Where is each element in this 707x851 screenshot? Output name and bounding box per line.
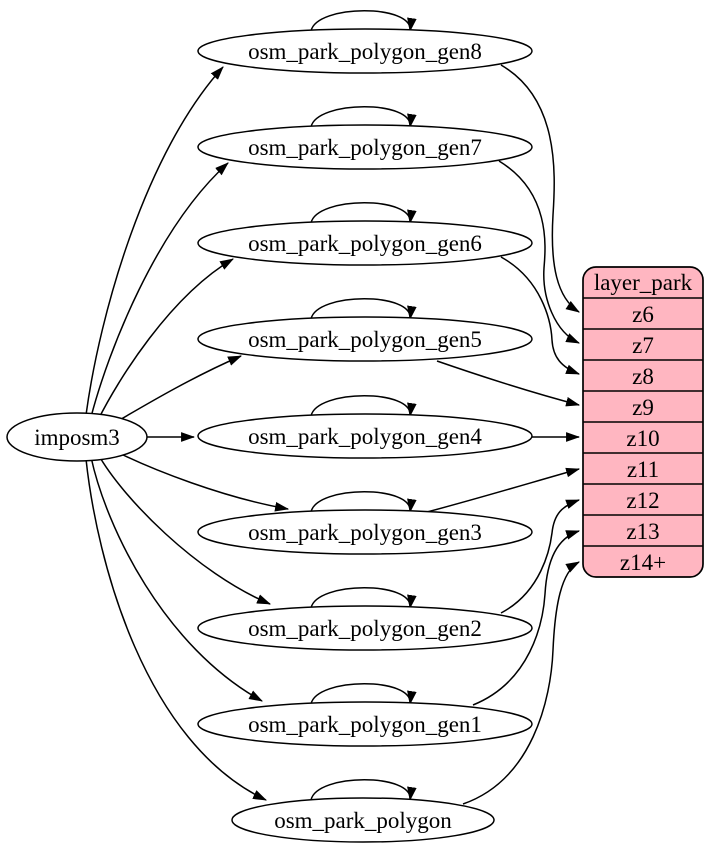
node-osm-park-polygon-gen4: osm_park_polygon_gen4 (197, 413, 533, 459)
row-z13: z13 (626, 519, 659, 544)
self-loop-gen4 (310, 395, 417, 418)
gen8-ellipse (197, 28, 533, 74)
gen5-label: osm_park_polygon_gen5 (248, 327, 482, 352)
gen6-label: osm_park_polygon_gen6 (248, 231, 482, 256)
imposm3-label: imposm3 (34, 425, 120, 450)
node-osm-park-polygon-gen5: osm_park_polygon_gen5 (197, 316, 533, 362)
gen7-ellipse (197, 124, 533, 170)
gen1-label: osm_park_polygon_gen1 (248, 712, 482, 737)
polygon-label: osm_park_polygon (274, 808, 452, 833)
row-z9: z9 (632, 395, 654, 420)
edge-gen8-to-z6 (500, 64, 580, 313)
edge-gen1-to-z13 (472, 530, 581, 706)
edge-imposm3-to-gen1 (90, 456, 263, 702)
polygon-ellipse (231, 797, 495, 843)
layer-park-title: layer_park (594, 270, 693, 295)
edge-imposm3-to-gen7 (90, 162, 229, 418)
gen2-ellipse (197, 605, 533, 651)
edges-imposm3-fanout (85, 66, 290, 801)
gen2-label: osm_park_polygon_gen2 (248, 616, 482, 641)
self-loop-polygon (310, 779, 417, 802)
edge-imposm3-to-gen2 (97, 453, 271, 605)
row-z14: z14+ (620, 550, 666, 575)
row-z12: z12 (626, 488, 659, 513)
self-loop-gen5 (310, 298, 417, 321)
edge-gen7-to-z7 (498, 160, 580, 344)
edge-imposm3-to-gen3 (110, 448, 290, 512)
self-loop-gen7 (310, 106, 417, 129)
row-z6: z6 (632, 302, 654, 327)
edge-gen6-to-z8 (500, 256, 581, 375)
edge-gen3-to-z11 (426, 467, 581, 513)
edge-imposm3-to-polygon (85, 458, 267, 801)
node-imposm3: imposm3 (6, 412, 148, 462)
gen4-label: osm_park_polygon_gen4 (248, 424, 482, 449)
node-osm-park-polygon: osm_park_polygon (231, 797, 495, 843)
table-layer-park: layer_park z6 z7 z8 z9 z10 z11 z12 z13 z… (582, 266, 704, 578)
edge-gen5-to-z9 (436, 360, 581, 407)
gen5-ellipse (197, 316, 533, 362)
edges-self-loops (310, 10, 417, 802)
node-osm-park-polygon-gen8: osm_park_polygon_gen8 (197, 28, 533, 74)
gen6-ellipse (197, 220, 533, 266)
self-loop-gen6 (310, 202, 417, 225)
imposm3-ellipse (6, 412, 148, 462)
row-z8: z8 (632, 364, 654, 389)
node-osm-park-polygon-gen6: osm_park_polygon_gen6 (197, 220, 533, 266)
node-osm-park-polygon-gen3: osm_park_polygon_gen3 (197, 509, 533, 555)
edge-imposm3-to-gen5 (110, 355, 242, 426)
gen1-ellipse (197, 701, 533, 747)
edge-polygon-to-z14 (462, 561, 580, 805)
edge-imposm3-to-gen6 (97, 258, 234, 421)
node-osm-park-polygon-gen1: osm_park_polygon_gen1 (197, 701, 533, 747)
row-z11: z11 (627, 457, 659, 482)
gen8-label: osm_park_polygon_gen8 (248, 39, 482, 64)
row-z10: z10 (626, 426, 659, 451)
gen3-ellipse (197, 509, 533, 555)
self-loop-gen2 (310, 587, 417, 610)
node-osm-park-polygon-gen7: osm_park_polygon_gen7 (197, 124, 533, 170)
row-z7: z7 (632, 333, 654, 358)
edges-to-layer-table (426, 64, 581, 805)
gen7-label: osm_park_polygon_gen7 (248, 135, 482, 160)
self-loop-gen3 (310, 491, 417, 514)
gen3-label: osm_park_polygon_gen3 (248, 520, 482, 545)
self-loop-gen1 (310, 683, 417, 706)
gen4-ellipse (197, 413, 533, 459)
edge-imposm3-to-gen8 (85, 66, 224, 416)
edge-gen2-to-z12 (500, 499, 581, 614)
node-osm-park-polygon-gen2: osm_park_polygon_gen2 (197, 605, 533, 651)
self-loop-gen8 (310, 10, 417, 33)
